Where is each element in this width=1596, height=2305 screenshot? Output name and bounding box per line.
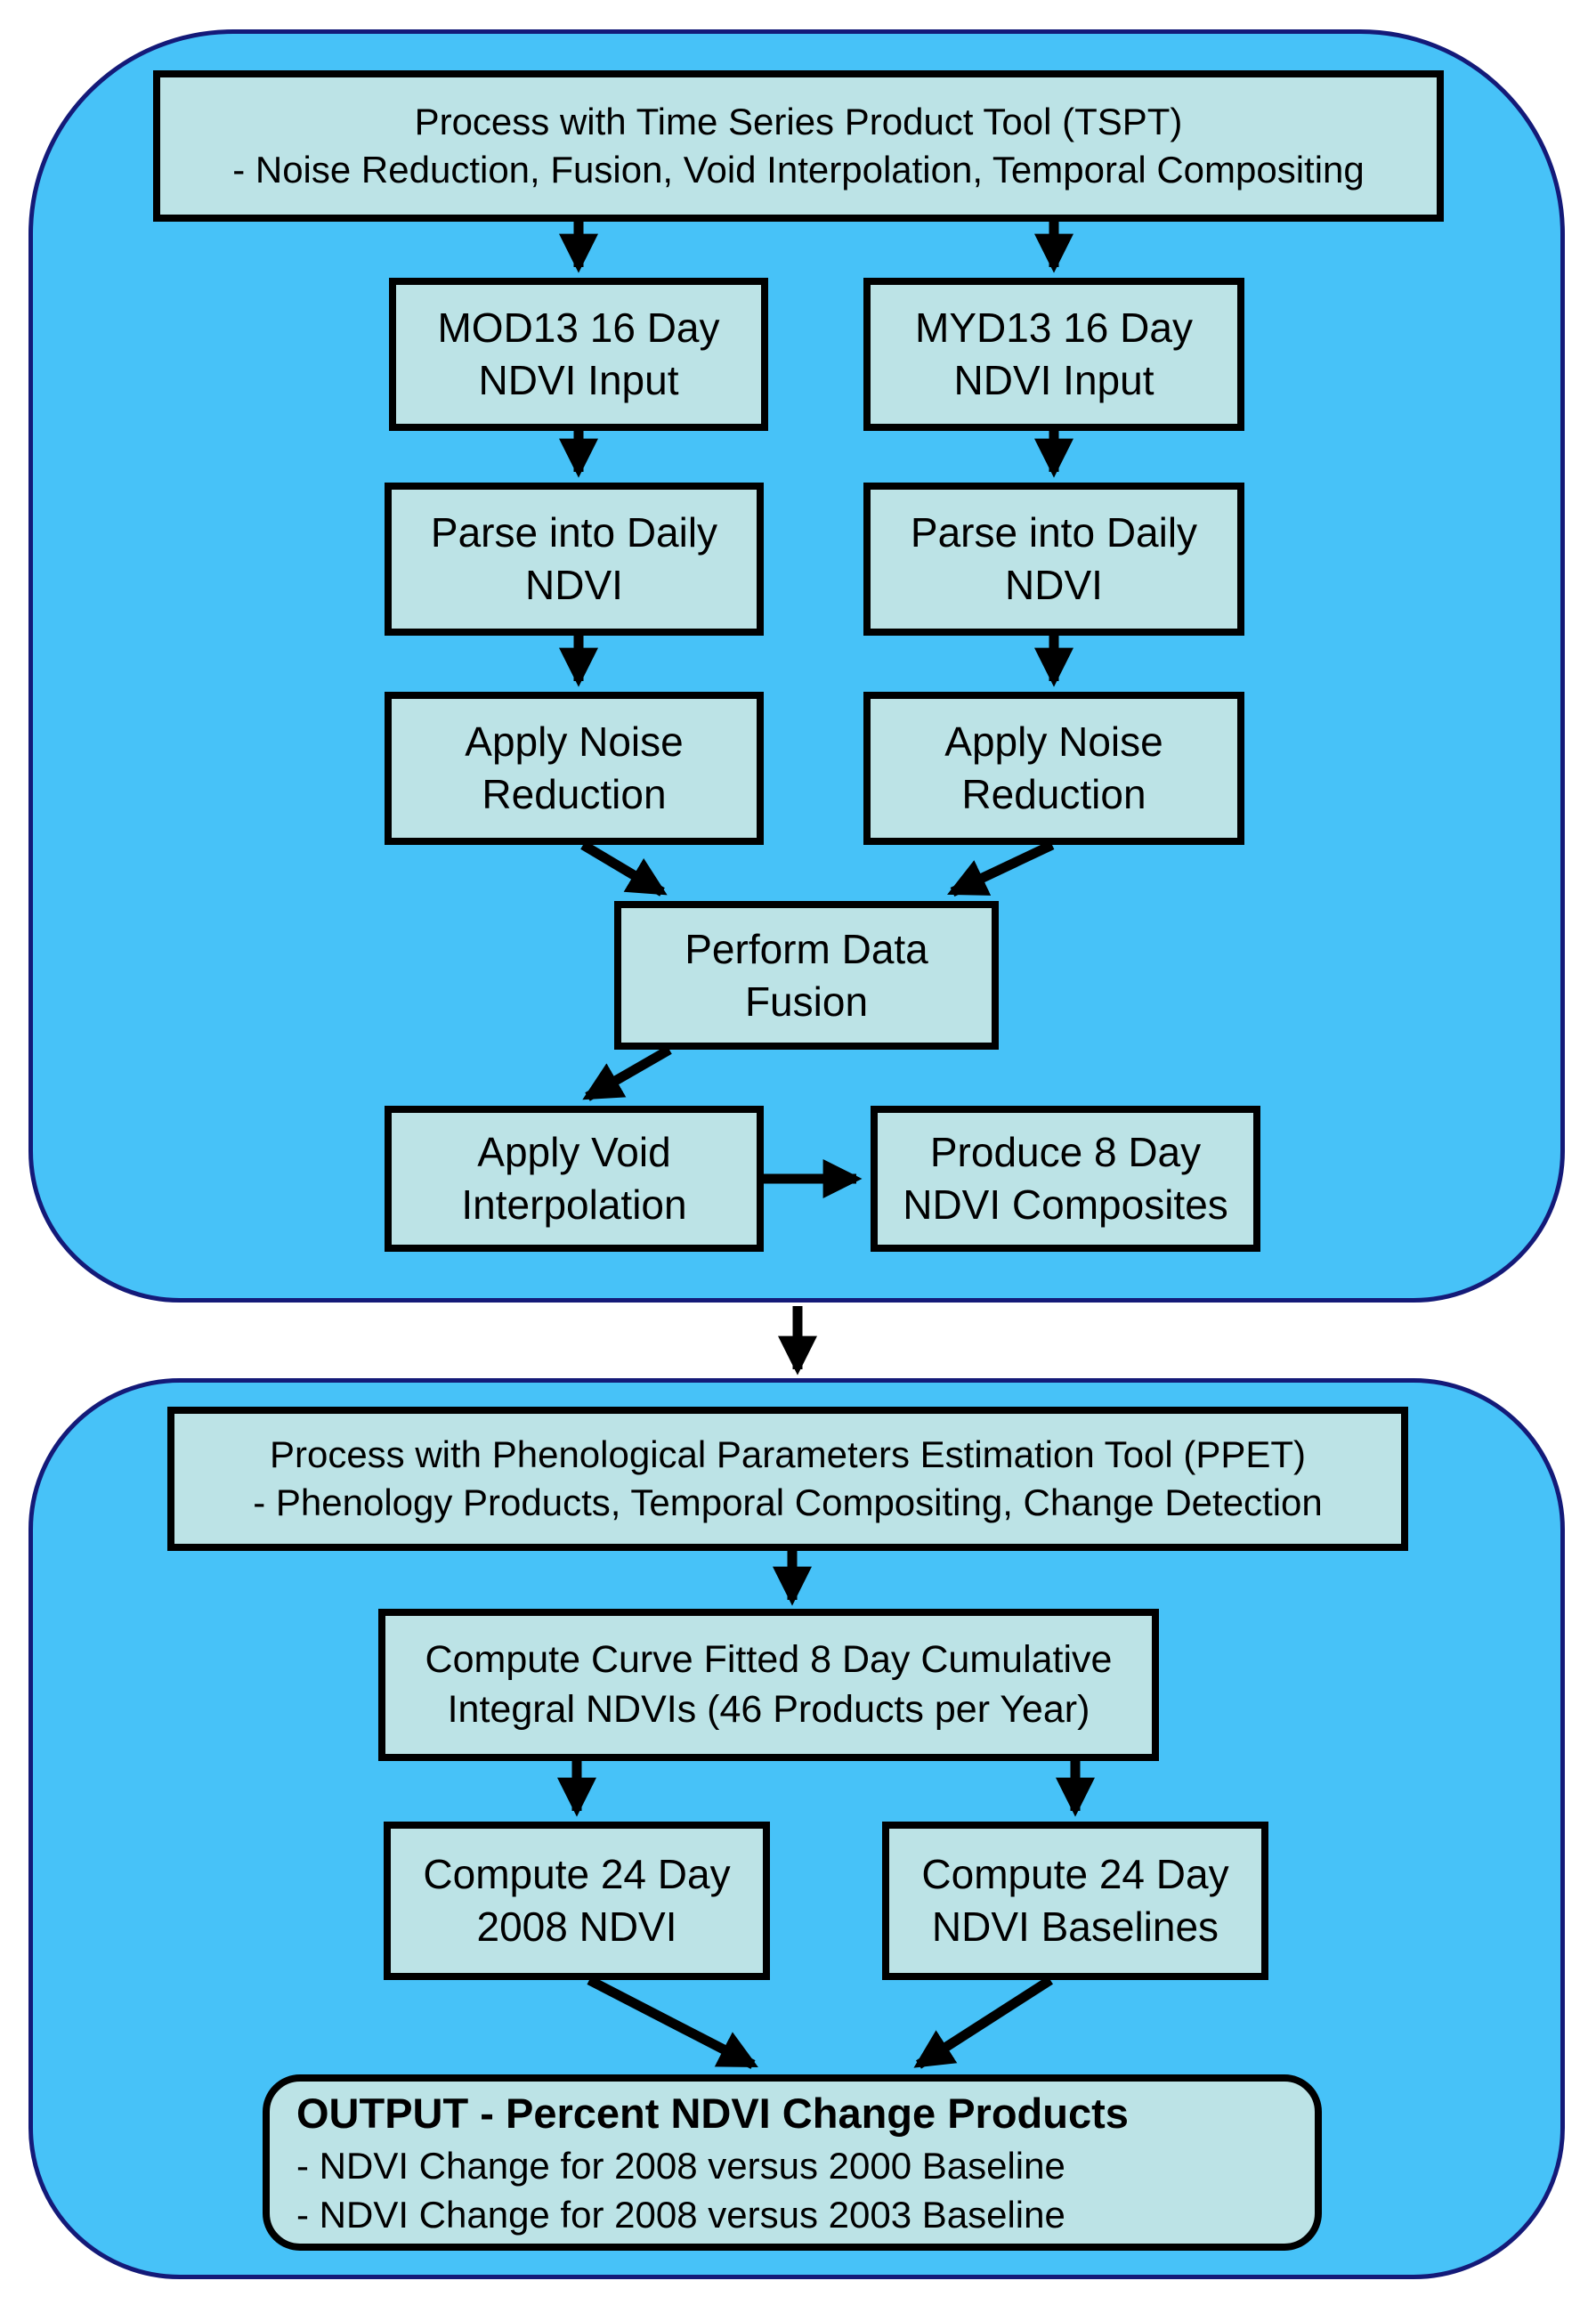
noise-right-line1: Apply Noise [944, 718, 1163, 766]
myd13-input-box: MYD13 16 Day NDVI Input [863, 278, 1244, 431]
tspt-header-box: Process with Time Series Product Tool (T… [153, 70, 1444, 222]
parse-daily-left-box: Parse into Daily NDVI [385, 483, 764, 636]
tspt-header-line1: Process with Time Series Product Tool (T… [414, 101, 1183, 143]
parse-daily-right-box: Parse into Daily NDVI [863, 483, 1244, 636]
output-item-2: - NDVI Change for 2008 versus 2003 Basel… [296, 2194, 1065, 2236]
noise-left-line2: Reduction [482, 771, 667, 817]
ndvi-baselines-box: Compute 24 Day NDVI Baselines [882, 1822, 1268, 1980]
void-line1: Apply Void [477, 1129, 671, 1176]
ppet-header-box: Process with Phenological Parameters Est… [167, 1407, 1408, 1551]
output-item-1: - NDVI Change for 2008 versus 2000 Basel… [296, 2144, 1065, 2187]
tspt-container [28, 29, 1565, 1303]
ndvi2008-line1: Compute 24 Day [423, 1851, 731, 1898]
curve-line2: Integral NDVIs (46 Products per Year) [447, 1687, 1090, 1731]
ppet-header-line2: - Phenology Products, Temporal Compositi… [253, 1481, 1323, 1523]
composites-line2: NDVI Composites [903, 1181, 1228, 1228]
data-fusion-box: Perform Data Fusion [614, 901, 999, 1050]
mod13-input-box: MOD13 16 Day NDVI Input [389, 278, 768, 431]
parse-right-line2: NDVI [1005, 562, 1103, 608]
baselines-line2: NDVI Baselines [931, 1903, 1219, 1950]
noise-reduction-left-box: Apply Noise Reduction [385, 692, 764, 845]
parse-left-line1: Parse into Daily [430, 509, 718, 556]
noise-reduction-right-box: Apply Noise Reduction [863, 692, 1244, 845]
parse-right-line1: Parse into Daily [910, 509, 1198, 556]
tspt-header-line2: - Noise Reduction, Fusion, Void Interpol… [232, 149, 1365, 191]
curve-line1: Compute Curve Fitted 8 Day Cumulative [425, 1638, 1113, 1682]
void-line2: Interpolation [461, 1181, 687, 1228]
parse-left-line2: NDVI [525, 562, 623, 608]
output-title: OUTPUT - Percent NDVI Change Products [296, 2089, 1129, 2137]
fusion-line1: Perform Data [685, 925, 928, 972]
ndvi-composites-box: Produce 8 Day NDVI Composites [871, 1106, 1260, 1252]
void-interpolation-box: Apply Void Interpolation [385, 1106, 764, 1252]
noise-right-line2: Reduction [961, 771, 1146, 817]
mod13-line1: MOD13 16 Day [437, 304, 720, 352]
baselines-line1: Compute 24 Day [921, 1851, 1229, 1898]
output-box: OUTPUT - Percent NDVI Change Products - … [263, 2074, 1322, 2251]
ppet-header-line1: Process with Phenological Parameters Est… [269, 1433, 1307, 1476]
compute-2008-ndvi-box: Compute 24 Day 2008 NDVI [384, 1822, 770, 1980]
noise-left-line1: Apply Noise [465, 718, 684, 766]
mod13-line2: NDVI Input [478, 357, 679, 403]
composites-line1: Produce 8 Day [929, 1129, 1202, 1176]
fusion-line2: Fusion [744, 978, 869, 1025]
myd13-line1: MYD13 16 Day [915, 304, 1193, 352]
myd13-line2: NDVI Input [953, 357, 1154, 403]
ndvi2008-line2: 2008 NDVI [476, 1903, 677, 1950]
cumulative-integral-box: Compute Curve Fitted 8 Day Cumulative In… [378, 1609, 1159, 1761]
